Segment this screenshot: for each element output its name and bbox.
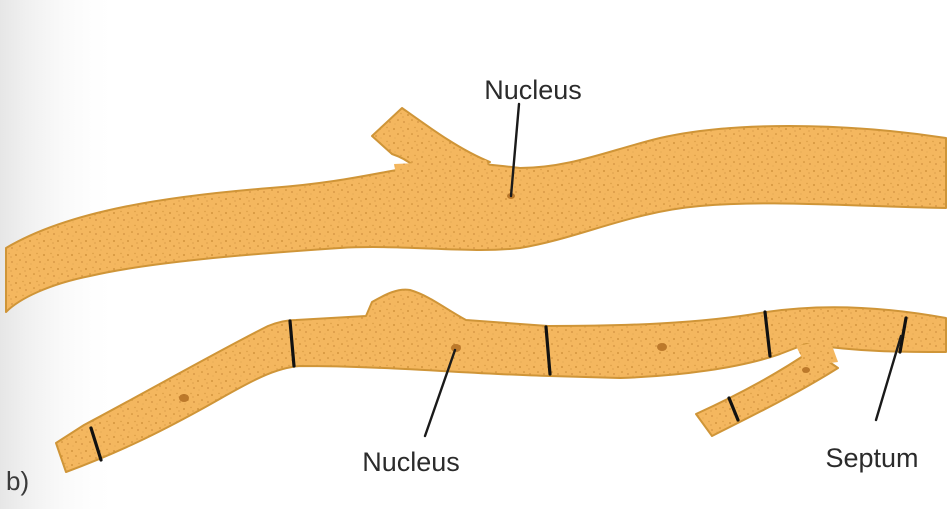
bottom-nucleus-4 xyxy=(802,367,810,373)
bottom-nucleus-1 xyxy=(179,394,189,402)
bottom-nucleus-2 xyxy=(451,344,461,352)
top-hypha-body xyxy=(6,126,946,312)
bottom-nucleus-3 xyxy=(657,343,667,351)
bottom-hypha xyxy=(56,290,946,472)
bottom-nucleus-label: Nucleus xyxy=(362,447,460,477)
panel-letter: b) xyxy=(6,466,29,496)
top-nucleus-label: Nucleus xyxy=(484,75,582,105)
top-hypha xyxy=(6,108,946,312)
septum-label: Septum xyxy=(825,443,918,473)
